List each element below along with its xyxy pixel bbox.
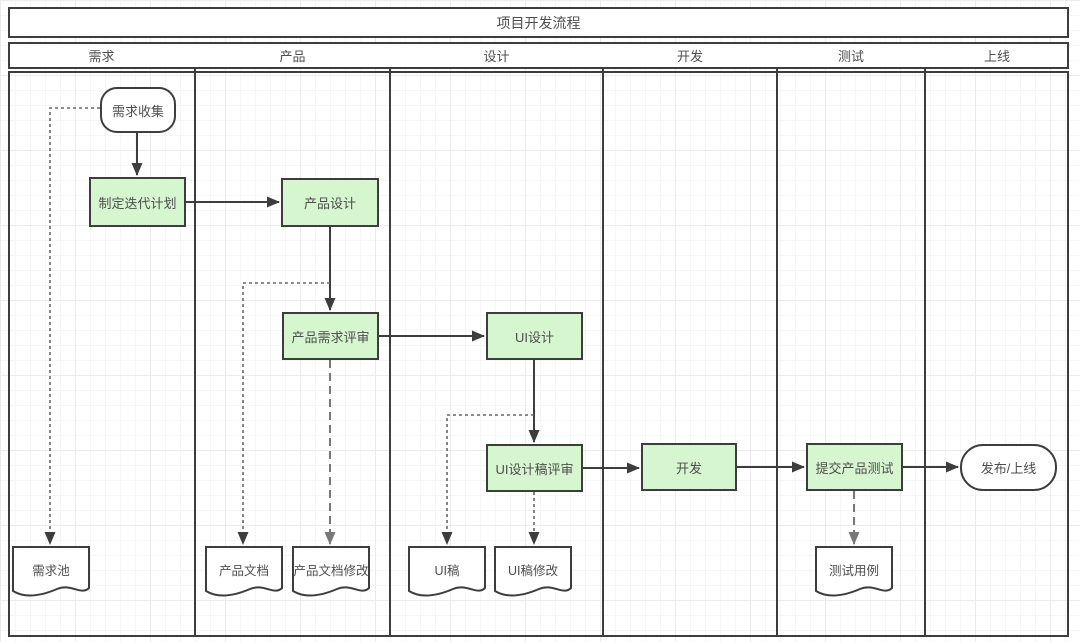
lane-header-online: 上线 — [925, 42, 1069, 69]
node-ui-design-draft-review[interactable]: UI设计稿评审 — [486, 444, 583, 492]
document-shape — [408, 546, 486, 597]
lane-header-develop: 开发 — [603, 42, 777, 69]
doc-label: 需求池 — [32, 563, 70, 578]
doc-requirement-pool[interactable]: 需求池 — [12, 546, 90, 602]
node-label: 提交产品测试 — [815, 460, 894, 476]
pool-title-label: 项目开发流程 — [496, 14, 581, 31]
node-release[interactable]: 发布/上线 — [960, 444, 1057, 491]
lane-label: 设计 — [483, 49, 510, 64]
node-develop[interactable]: 开发 — [641, 443, 737, 491]
lane-divider-4 — [776, 42, 778, 637]
doc-test-case[interactable]: 测试用例 — [815, 546, 893, 602]
document-shape — [815, 546, 893, 597]
pool-title: 项目开发流程 — [8, 7, 1069, 38]
node-submit-product-test[interactable]: 提交产品测试 — [806, 443, 903, 491]
node-label: 开发 — [675, 460, 702, 476]
node-label: UI设计 — [514, 329, 554, 345]
lane-label: 产品 — [279, 49, 306, 64]
doc-product-doc-revision[interactable]: 产品文档修改 — [292, 546, 370, 602]
doc-product-doc[interactable]: 产品文档 — [205, 546, 283, 602]
lane-header-requirement: 需求 — [8, 42, 195, 69]
lane-divider-2 — [389, 42, 391, 637]
doc-label: UI稿 — [434, 563, 460, 578]
doc-label: 测试用例 — [828, 563, 879, 578]
lane-label: 需求 — [88, 49, 115, 64]
node-product-requirement-review[interactable]: 产品需求评审 — [282, 312, 379, 360]
node-label: 制定迭代计划 — [98, 195, 177, 211]
lane-label: 测试 — [837, 49, 864, 64]
lane-label: 开发 — [676, 49, 703, 64]
lane-header-design: 设计 — [390, 42, 603, 69]
doc-label: 产品文档修改 — [293, 563, 369, 578]
node-label: 发布/上线 — [980, 461, 1037, 476]
doc-label: 产品文档 — [218, 563, 269, 578]
doc-label: UI稿修改 — [507, 563, 558, 578]
document-shape — [12, 546, 90, 597]
lane-divider-3 — [602, 42, 604, 637]
lane-label: 上线 — [983, 49, 1010, 64]
node-ui-design[interactable]: UI设计 — [486, 312, 583, 360]
lane-header-row — [8, 42, 1069, 69]
pool-body — [8, 71, 1069, 637]
node-label: 产品需求评审 — [291, 329, 370, 345]
node-label: 需求收集 — [111, 103, 164, 119]
document-shape — [205, 546, 283, 597]
doc-ui-draft[interactable]: UI稿 — [408, 546, 486, 602]
node-iteration-plan[interactable]: 制定迭代计划 — [89, 177, 186, 227]
doc-ui-draft-revision[interactable]: UI稿修改 — [494, 546, 572, 602]
node-requirement-collect[interactable]: 需求收集 — [100, 87, 176, 133]
document-shape — [292, 546, 370, 597]
lane-header-product: 产品 — [195, 42, 390, 69]
document-shape — [494, 546, 572, 597]
lane-divider-5 — [924, 42, 926, 637]
lane-divider-1 — [194, 42, 196, 637]
node-label: UI设计稿评审 — [495, 461, 574, 477]
lane-header-test: 测试 — [777, 42, 925, 69]
node-product-design[interactable]: 产品设计 — [281, 178, 379, 227]
node-label: 产品设计 — [303, 196, 356, 211]
